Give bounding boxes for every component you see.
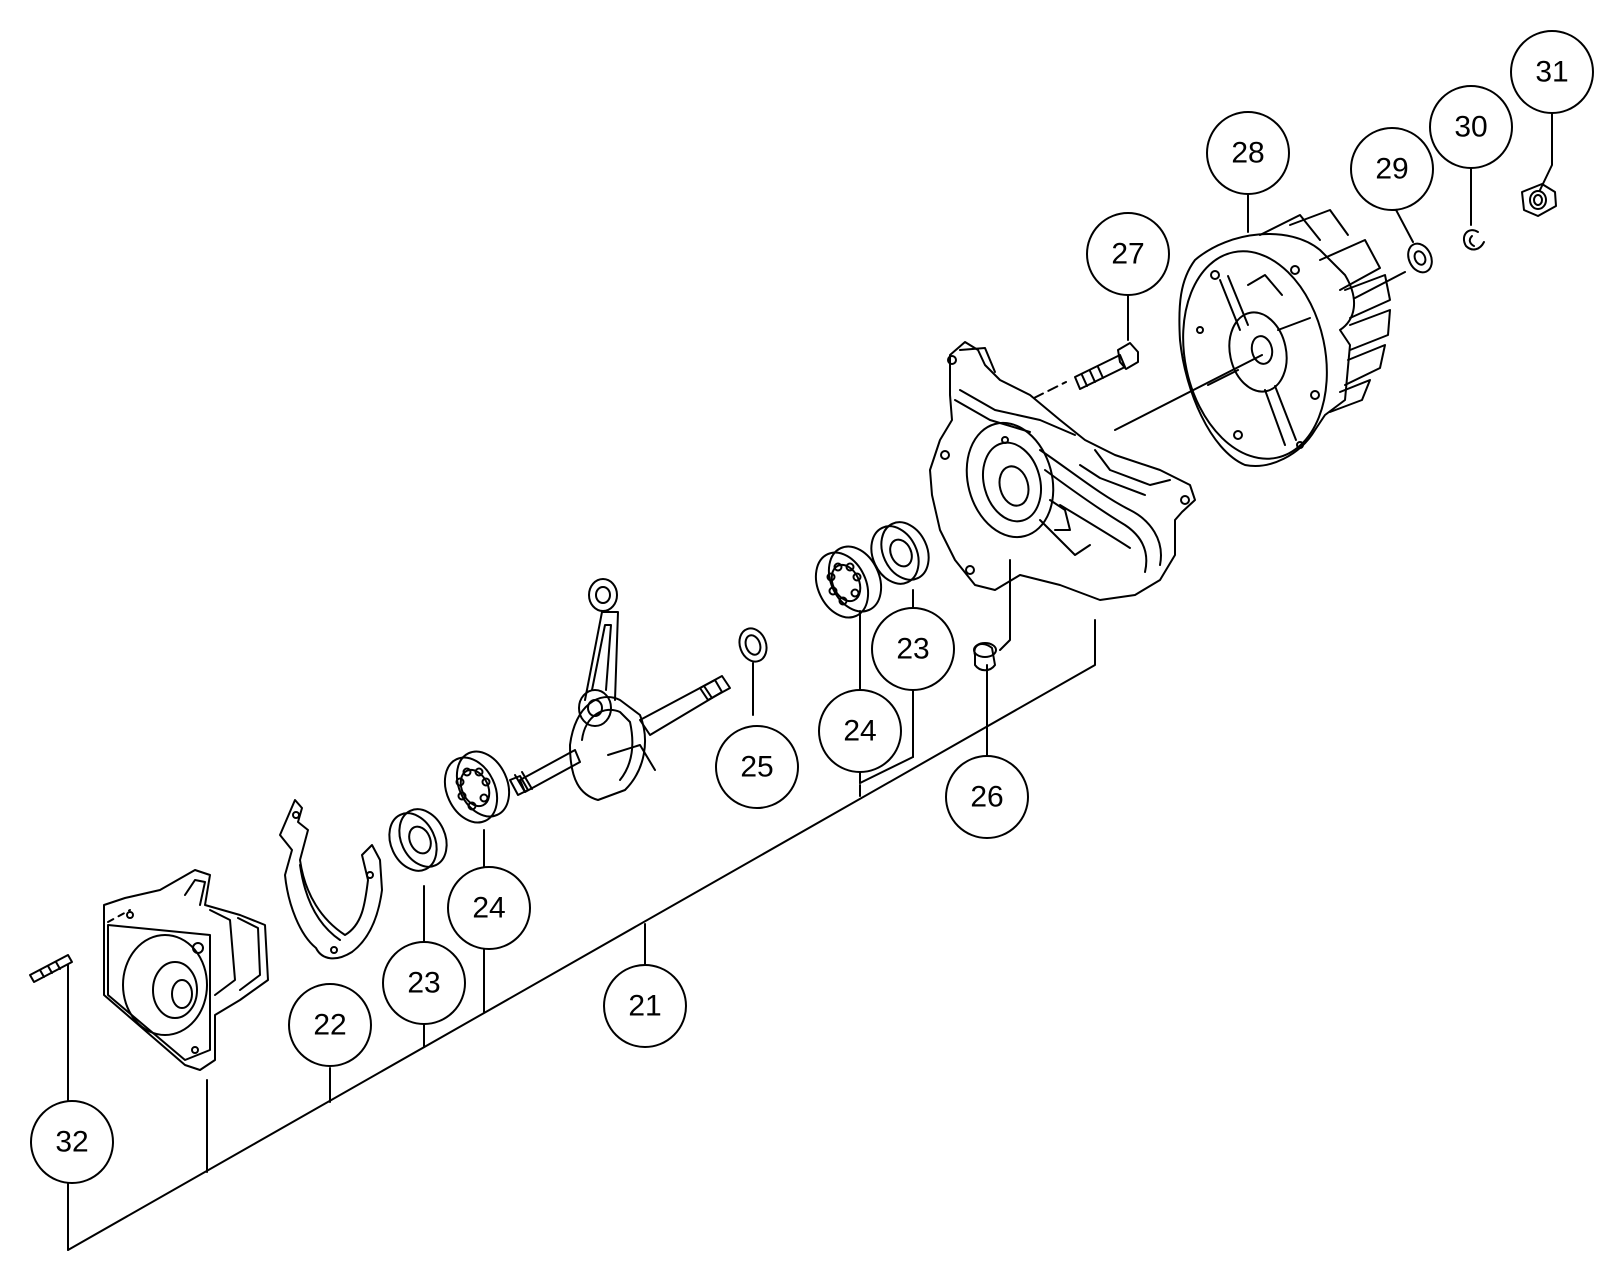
ball-bearing-part-24-left [443, 750, 511, 824]
bolt-part-27 [1074, 342, 1139, 390]
thrust-washer-part-25 [738, 627, 768, 663]
crankshaft-with-connecting-rod [509, 578, 731, 801]
callout-22: 22 [288, 983, 372, 1067]
callout-29: 29 [1350, 127, 1434, 211]
svg-text:23: 23 [896, 633, 929, 666]
callout-24-left: 24 [447, 866, 531, 950]
svg-text:22: 22 [313, 1009, 346, 1042]
flywheel-part-28 [1178, 209, 1391, 467]
callout-30: 30 [1429, 85, 1513, 169]
callout-24-right: 24 [818, 689, 902, 773]
callout-32: 32 [30, 1100, 114, 1184]
leader-lines [67, 109, 1553, 1251]
svg-text:32: 32 [55, 1126, 88, 1159]
callout-21: 21 [603, 964, 687, 1048]
svg-text:29: 29 [1375, 153, 1408, 186]
spring-washer-part-30 [1462, 229, 1485, 251]
svg-text:26: 26 [970, 781, 1003, 814]
svg-text:24: 24 [843, 715, 876, 748]
callout-28: 28 [1206, 111, 1290, 195]
callout-27: 27 [1086, 212, 1170, 296]
ball-bearing-part-24-right [814, 545, 883, 619]
crankcase-half-right [929, 341, 1196, 601]
oil-seal-part-23-left [388, 808, 448, 872]
svg-text:30: 30 [1454, 111, 1487, 144]
svg-text:28: 28 [1231, 137, 1264, 170]
stud-bolt-part-32 [29, 954, 73, 983]
callout-31: 31 [1510, 30, 1594, 114]
gasket-part-22 [279, 799, 383, 960]
callout-23-left: 23 [382, 941, 466, 1025]
callout-25: 25 [715, 725, 799, 809]
svg-text:25: 25 [740, 751, 773, 784]
washer-part-29 [1407, 242, 1433, 274]
svg-text:23: 23 [407, 967, 440, 1000]
svg-text:21: 21 [628, 990, 661, 1023]
svg-text:24: 24 [472, 892, 505, 925]
callout-26: 26 [945, 755, 1029, 839]
svg-text:31: 31 [1535, 56, 1568, 89]
nut-part-31 [1521, 183, 1557, 217]
plug-part-26 [973, 642, 997, 672]
crankcase-half-left [103, 869, 269, 1071]
callout-23-right: 23 [871, 607, 955, 691]
oil-seal-part-23-right [870, 521, 930, 585]
svg-text:27: 27 [1111, 238, 1144, 271]
